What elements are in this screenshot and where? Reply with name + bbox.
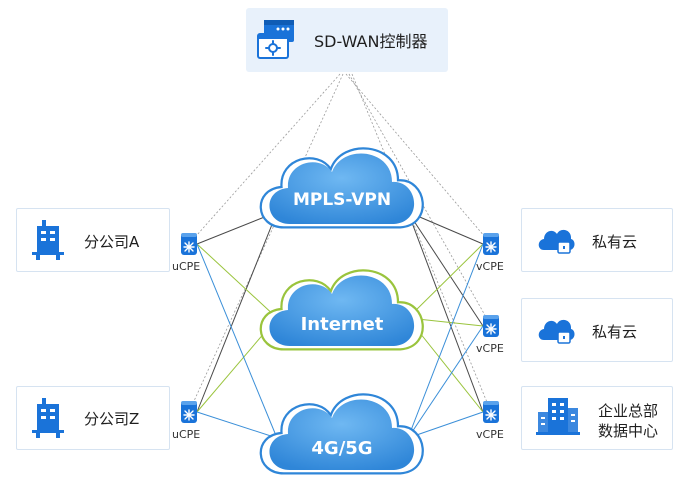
branch-a-device-label: uCPE [172,260,201,273]
mpls-link-line [407,211,484,327]
private-cloud-2-device-label: vCPE [476,342,504,355]
mobile-link-line [196,411,278,439]
branch-a-label: 分公司A [84,233,140,251]
controller-link-line [188,73,344,413]
private-cloud-icon [538,319,575,344]
internet-link-line [407,243,484,319]
mobile-link-line [196,243,278,439]
mpls-vpn-label: MPLS-VPN [292,190,392,210]
headquarters-label-line1: 企业总部 [598,402,659,420]
internet-label: Internet [300,314,384,335]
vcpe-router-icon [482,400,500,424]
controller-link-line [345,73,492,245]
private-cloud-1-device-label: vCPE [476,260,504,273]
private-cloud-1-label: 私有云 [592,233,638,251]
vcpe-router-icon [482,232,500,256]
internet-cloud [259,269,424,351]
mobile-link-line [407,325,484,439]
mpls-link-line [196,211,278,413]
office-building-icon [32,220,64,260]
controller-link-line [351,73,492,413]
branch-z-label: 分公司Z [84,410,140,428]
controller-label: SD-WAN控制器 [314,32,428,51]
sd-wan-controller-icon [257,20,294,59]
vcpe-router-icon [482,314,500,338]
headquarters-datacenter-icon [536,398,580,435]
mobile-link-line [407,411,484,439]
ucpe-router-icon [180,232,198,256]
headquarters-label-line2: 数据中心 [598,422,659,440]
ucpe-router-icon [180,400,198,424]
controller-link-line [188,73,341,245]
private-cloud-2-label: 私有云 [592,323,638,341]
branch-z-device-label: uCPE [172,428,201,441]
headquarters-device-label: vCPE [476,428,504,441]
office-building-icon [32,398,64,438]
mobile-link-line [407,243,484,439]
mobile-4g5g-cloud [259,393,424,475]
mpls-vpn-cloud [259,147,424,229]
mobile-4g5g-label: 4G/5G [311,438,373,459]
internet-link-line [196,243,278,319]
controller-links [188,73,492,413]
transport-links [196,211,484,439]
mpls-link-line [407,211,484,413]
private-cloud-icon [538,229,575,254]
